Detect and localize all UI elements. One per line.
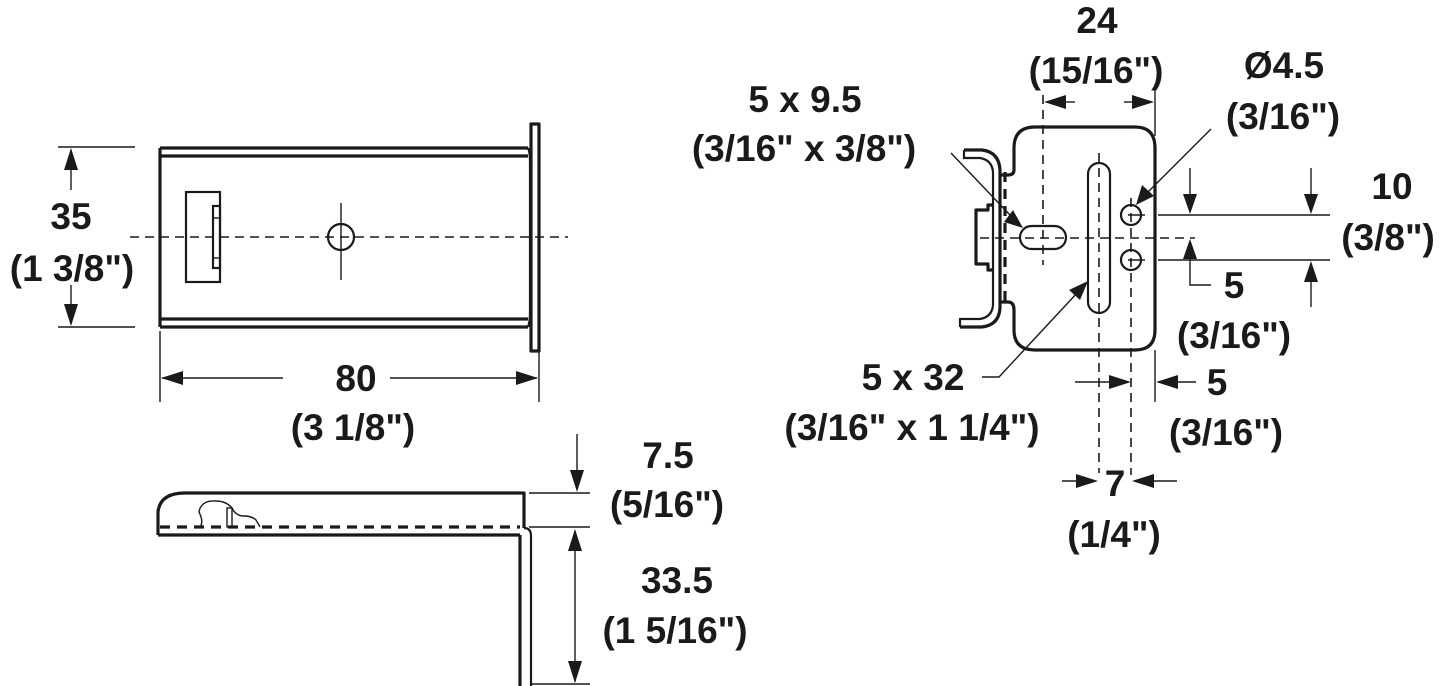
- front-view: 24 (15/16") 5 x 9.5 (3/16" x 3/8") Ø4.5 …: [692, 0, 1435, 555]
- dim-slot-to-hole-7: [1062, 474, 1177, 488]
- long-slot-icon: [1086, 153, 1112, 473]
- top-view: 35 (1 3/8") 80 (3 1/8"): [10, 122, 568, 448]
- dim-width-imperial: (15/16"): [1029, 50, 1164, 91]
- hole-icon: [1119, 198, 1145, 475]
- small-slot-metric: 5 x 9.5: [748, 79, 861, 120]
- dim-leg-33-5: [531, 529, 590, 685]
- dim-height-metric: 35: [50, 196, 91, 237]
- dim-width-metric: 24: [1076, 0, 1118, 41]
- dim-width-24: [1044, 90, 1156, 136]
- side-view-body: [156, 491, 533, 686]
- hole-spacing-imperial: (3/8"): [1341, 217, 1435, 258]
- edge-offset-imperial: (3/16"): [1169, 412, 1283, 453]
- dim-length-80: [159, 331, 540, 402]
- dim-height-35: [58, 146, 135, 328]
- small-slot-icon: [1018, 95, 1068, 265]
- small-slot-imperial: (3/16" x 3/8"): [692, 128, 916, 169]
- top-view-body: [158, 122, 541, 353]
- leader-hole: [1136, 128, 1212, 205]
- dim-flange-7-5: [529, 434, 590, 528]
- hole-offset-imperial: (3/16"): [1177, 315, 1291, 356]
- dim-leg-metric: 33.5: [641, 560, 713, 601]
- long-slot-metric: 5 x 32: [862, 357, 965, 398]
- slot-to-hole-metric: 7: [1105, 463, 1126, 504]
- dim-flange-metric: 7.5: [642, 435, 693, 476]
- leader-long-slot: [982, 281, 1088, 378]
- side-view: 7.5 (5/16") 33.5 (1 5/16"): [156, 434, 748, 686]
- dim-length-imperial: (3 1/8"): [291, 407, 415, 448]
- dim-length-metric: 80: [335, 358, 376, 399]
- leader-small-slot: [950, 152, 1023, 228]
- hole-offset-metric: 5: [1224, 265, 1245, 306]
- dim-height-imperial: (1 3/8"): [10, 248, 134, 289]
- hole-diameter-metric: Ø4.5: [1244, 45, 1324, 86]
- mounting-hole-icon: [326, 203, 356, 280]
- hole-spacing-metric: 10: [1371, 166, 1412, 207]
- hole-diameter-imperial: (3/16"): [1226, 96, 1340, 137]
- dim-hole-spacing-10: [1158, 168, 1330, 307]
- slot-to-hole-imperial: (1/4"): [1067, 514, 1161, 555]
- dim-flange-imperial: (5/16"): [610, 484, 724, 525]
- dim-edge-offset-5: [1075, 350, 1196, 402]
- dim-leg-imperial: (1 5/16"): [602, 610, 747, 651]
- edge-offset-metric: 5: [1207, 362, 1228, 403]
- long-slot-imperial: (3/16" x 1 1/4"): [784, 407, 1039, 448]
- dim-hole-offset-5: [1183, 239, 1211, 286]
